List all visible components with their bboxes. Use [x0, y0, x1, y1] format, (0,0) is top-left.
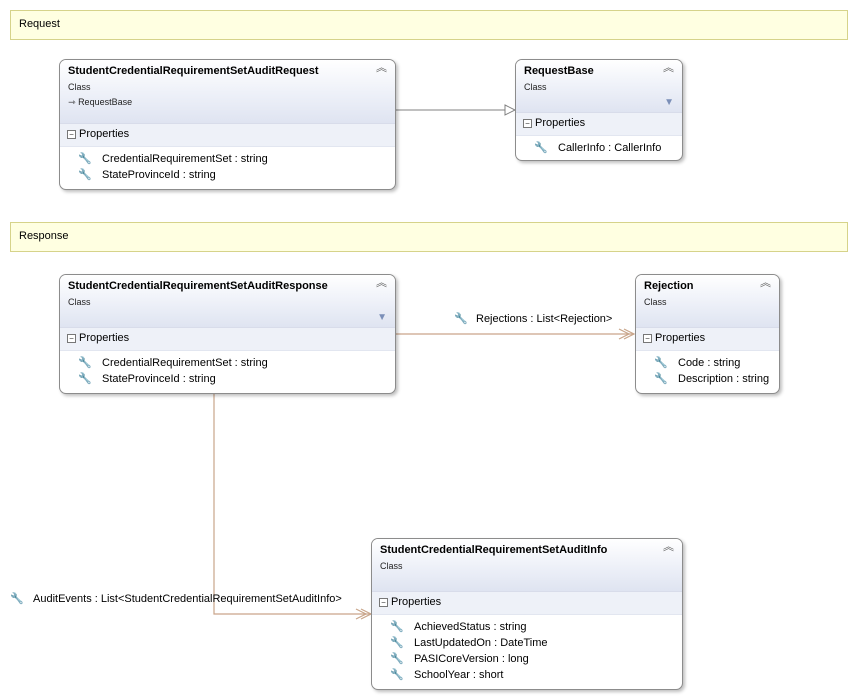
inheritance-arrowhead: [505, 105, 515, 115]
class-name: StudentCredentialRequirementSetAuditRequ…: [68, 65, 319, 77]
property-text: SchoolYear : short: [414, 669, 503, 681]
minus-box-icon[interactable]: −: [523, 119, 532, 128]
request-section: Request: [10, 10, 848, 40]
minus-box-icon[interactable]: −: [67, 130, 76, 139]
property-text: PASICoreVersion : long: [414, 653, 529, 665]
inheritance-arrow-icon: ⇾: [68, 97, 76, 107]
class-header: StudentCredentialRequirementSetAuditInfo…: [372, 539, 682, 592]
properties-compartment[interactable]: − Properties: [60, 328, 395, 351]
audit-events-line: [214, 394, 371, 614]
property-text: Code : string: [678, 357, 740, 369]
double-chevron-up-icon[interactable]: ︽: [376, 278, 387, 289]
class-rejection[interactable]: Rejection Class ︽ − Properties 🔧 Code : …: [635, 274, 780, 394]
section-title-response: Response: [19, 230, 69, 242]
double-chevron-up-icon[interactable]: ︽: [663, 63, 674, 74]
property-text: LastUpdatedOn : DateTime: [414, 637, 548, 649]
class-stereotype: Class: [644, 297, 667, 307]
properties-compartment[interactable]: − Properties: [516, 113, 682, 136]
property-text: StateProvinceId : string: [102, 169, 216, 181]
compartment-label: Properties: [391, 596, 441, 608]
double-chevron-up-icon[interactable]: ︽: [760, 278, 771, 289]
property-row[interactable]: 🔧 CredentialRequirementSet : string: [60, 151, 395, 167]
properties-compartment[interactable]: − Properties: [636, 328, 779, 351]
class-name: StudentCredentialRequirementSetAuditInfo: [380, 544, 607, 556]
wrench-icon: 🔧: [78, 152, 92, 165]
property-row[interactable]: 🔧 Description : string: [636, 371, 779, 387]
property-row[interactable]: 🔧 LastUpdatedOn : DateTime: [372, 635, 682, 651]
property-text: CredentialRequirementSet : string: [102, 153, 268, 165]
class-header: Rejection Class ︽: [636, 275, 779, 328]
class-audit-request[interactable]: StudentCredentialRequirementSetAuditRequ…: [59, 59, 396, 190]
class-audit-info[interactable]: StudentCredentialRequirementSetAuditInfo…: [371, 538, 683, 690]
wrench-icon: 🔧: [390, 636, 404, 649]
class-name: StudentCredentialRequirementSetAuditResp…: [68, 280, 328, 292]
property-row[interactable]: 🔧 AchievedStatus : string: [372, 619, 682, 635]
property-row[interactable]: 🔧 StateProvinceId : string: [60, 371, 395, 387]
class-stereotype: Class: [68, 82, 91, 92]
class-request-base[interactable]: RequestBase Class ︽ ▼ − Properties 🔧 Cal…: [515, 59, 683, 161]
properties-compartment[interactable]: − Properties: [372, 592, 682, 615]
compartment-label: Properties: [535, 117, 585, 129]
double-chevron-up-icon[interactable]: ︽: [376, 63, 387, 74]
property-row[interactable]: 🔧 CredentialRequirementSet : string: [60, 355, 395, 371]
class-header: StudentCredentialRequirementSetAuditRequ…: [60, 60, 395, 124]
property-text: CallerInfo : CallerInfo: [558, 142, 661, 154]
property-row[interactable]: 🔧 Code : string: [636, 355, 779, 371]
minus-box-icon[interactable]: −: [643, 334, 652, 343]
wrench-icon: 🔧: [454, 312, 468, 325]
section-title-request: Request: [19, 18, 60, 30]
compartment-label: Properties: [79, 128, 129, 140]
filter-icon[interactable]: ▼: [664, 97, 674, 108]
wrench-icon: 🔧: [390, 652, 404, 665]
response-section: Response: [10, 222, 848, 252]
wrench-icon: 🔧: [78, 168, 92, 181]
wrench-icon: 🔧: [654, 356, 668, 369]
wrench-icon: 🔧: [78, 356, 92, 369]
property-text: Description : string: [678, 373, 769, 385]
audit-events-association-label[interactable]: AuditEvents : List<StudentCredentialRequ…: [33, 593, 342, 605]
class-stereotype: Class: [524, 82, 547, 92]
class-audit-response[interactable]: StudentCredentialRequirementSetAuditResp…: [59, 274, 396, 394]
class-name: Rejection: [644, 280, 694, 292]
property-text: CredentialRequirementSet : string: [102, 357, 268, 369]
wrench-icon: 🔧: [390, 668, 404, 681]
class-stereotype: Class: [68, 297, 91, 307]
class-stereotype: Class: [380, 561, 403, 571]
rejections-association-label[interactable]: Rejections : List<Rejection>: [476, 313, 612, 325]
class-header: StudentCredentialRequirementSetAuditResp…: [60, 275, 395, 328]
wrench-icon: 🔧: [10, 592, 24, 605]
wrench-icon: 🔧: [654, 372, 668, 385]
class-inherits: ⇾ RequestBase: [68, 97, 132, 108]
wrench-icon: 🔧: [534, 141, 548, 154]
compartment-label: Properties: [655, 332, 705, 344]
inherits-label: RequestBase: [78, 97, 132, 107]
wrench-icon: 🔧: [390, 620, 404, 633]
class-header: RequestBase Class ︽ ▼: [516, 60, 682, 113]
property-row[interactable]: 🔧 PASICoreVersion : long: [372, 651, 682, 667]
property-text: StateProvinceId : string: [102, 373, 216, 385]
property-row[interactable]: 🔧 SchoolYear : short: [372, 667, 682, 683]
compartment-label: Properties: [79, 332, 129, 344]
double-chevron-up-icon[interactable]: ︽: [663, 542, 674, 553]
wrench-icon: 🔧: [78, 372, 92, 385]
property-row[interactable]: 🔧 CallerInfo : CallerInfo: [516, 140, 682, 156]
class-name: RequestBase: [524, 65, 594, 77]
filter-icon[interactable]: ▼: [377, 312, 387, 323]
property-text: AchievedStatus : string: [414, 621, 527, 633]
properties-compartment[interactable]: − Properties: [60, 124, 395, 147]
property-row[interactable]: 🔧 StateProvinceId : string: [60, 167, 395, 183]
minus-box-icon[interactable]: −: [67, 334, 76, 343]
minus-box-icon[interactable]: −: [379, 598, 388, 607]
